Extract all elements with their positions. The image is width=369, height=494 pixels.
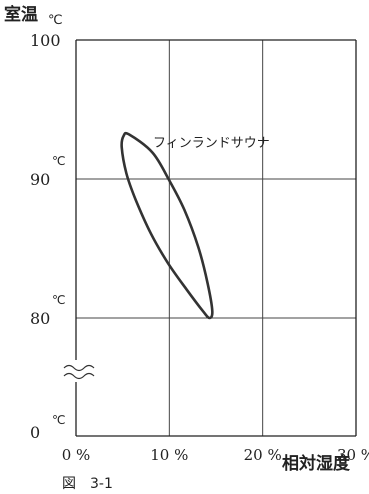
y-tick-label-0: 100	[30, 31, 61, 50]
y-axis-title: 室温 ℃	[4, 4, 63, 28]
y-tick-unit-1: ℃	[52, 154, 65, 168]
y-tick-label-1: 90	[30, 170, 50, 189]
axis-break-wave-2	[63, 372, 95, 380]
y-origin-label: 0	[30, 423, 40, 442]
y-axis-unit: ℃	[48, 13, 63, 28]
figure-label: 図 3-1	[62, 476, 113, 492]
axis-break-wave-1	[63, 364, 95, 372]
grid	[76, 40, 356, 436]
axis-break-mark	[63, 361, 95, 381]
series-loop-0	[120, 131, 214, 320]
y-origin-unit: ℃	[52, 413, 65, 427]
x-tick-label-3: 30 %	[337, 446, 369, 464]
y-tick-label-2: 80	[30, 309, 50, 328]
x-axis-label: 相対湿度	[282, 453, 351, 474]
x-tick-labels: 0 % 10 % 20 % 30 %	[62, 446, 369, 464]
axes	[75, 39, 357, 437]
y-tick-unit-2: ℃	[52, 293, 65, 307]
series-layer	[120, 131, 214, 320]
x-tick-label-0: 0 %	[62, 446, 91, 464]
x-tick-label-1: 10 %	[150, 446, 188, 464]
series-annotation-label: フィンランドサウナ	[153, 136, 270, 151]
y-axis-label: 室温	[4, 4, 38, 25]
x-tick-label-2: 20 %	[244, 446, 282, 464]
